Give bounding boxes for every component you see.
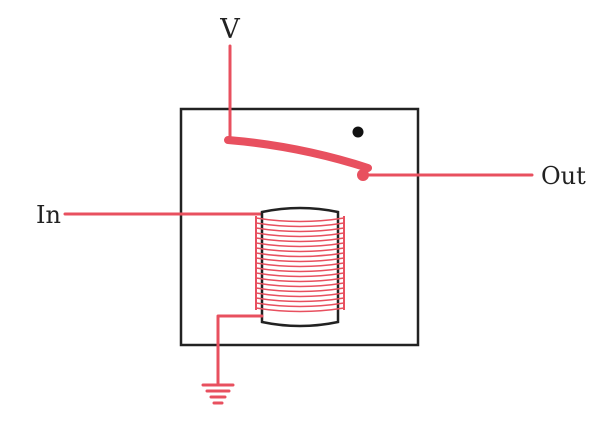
coil-winding	[255, 282, 345, 288]
relay-housing	[179, 107, 420, 347]
coil-windings	[255, 216, 345, 313]
coil-winding	[255, 292, 345, 298]
coil-winding	[255, 227, 345, 233]
coil-winding	[255, 247, 345, 253]
coil-winding	[255, 242, 345, 248]
ground-wire	[216, 314, 264, 385]
coil-winding	[255, 287, 345, 293]
coil-winding	[255, 307, 345, 313]
output-label: Out	[541, 162, 586, 190]
coil-winding	[255, 302, 345, 308]
ground-symbol-icon	[201, 383, 235, 405]
coil-winding	[255, 252, 345, 258]
contact-dot-icon	[352, 126, 364, 138]
coil-winding	[255, 222, 345, 228]
coil-winding	[255, 267, 345, 273]
switch-arm	[224, 136, 372, 172]
coil-winding	[255, 277, 345, 283]
coil-winding	[255, 217, 345, 223]
coil-winding	[255, 232, 345, 238]
coil-winding	[255, 262, 345, 268]
input-label: In	[36, 201, 61, 229]
coil-winding	[255, 272, 345, 278]
coil-winding	[255, 237, 345, 243]
supply-label: V	[219, 14, 240, 45]
coil-winding	[255, 297, 345, 303]
coil-winding	[255, 257, 345, 263]
